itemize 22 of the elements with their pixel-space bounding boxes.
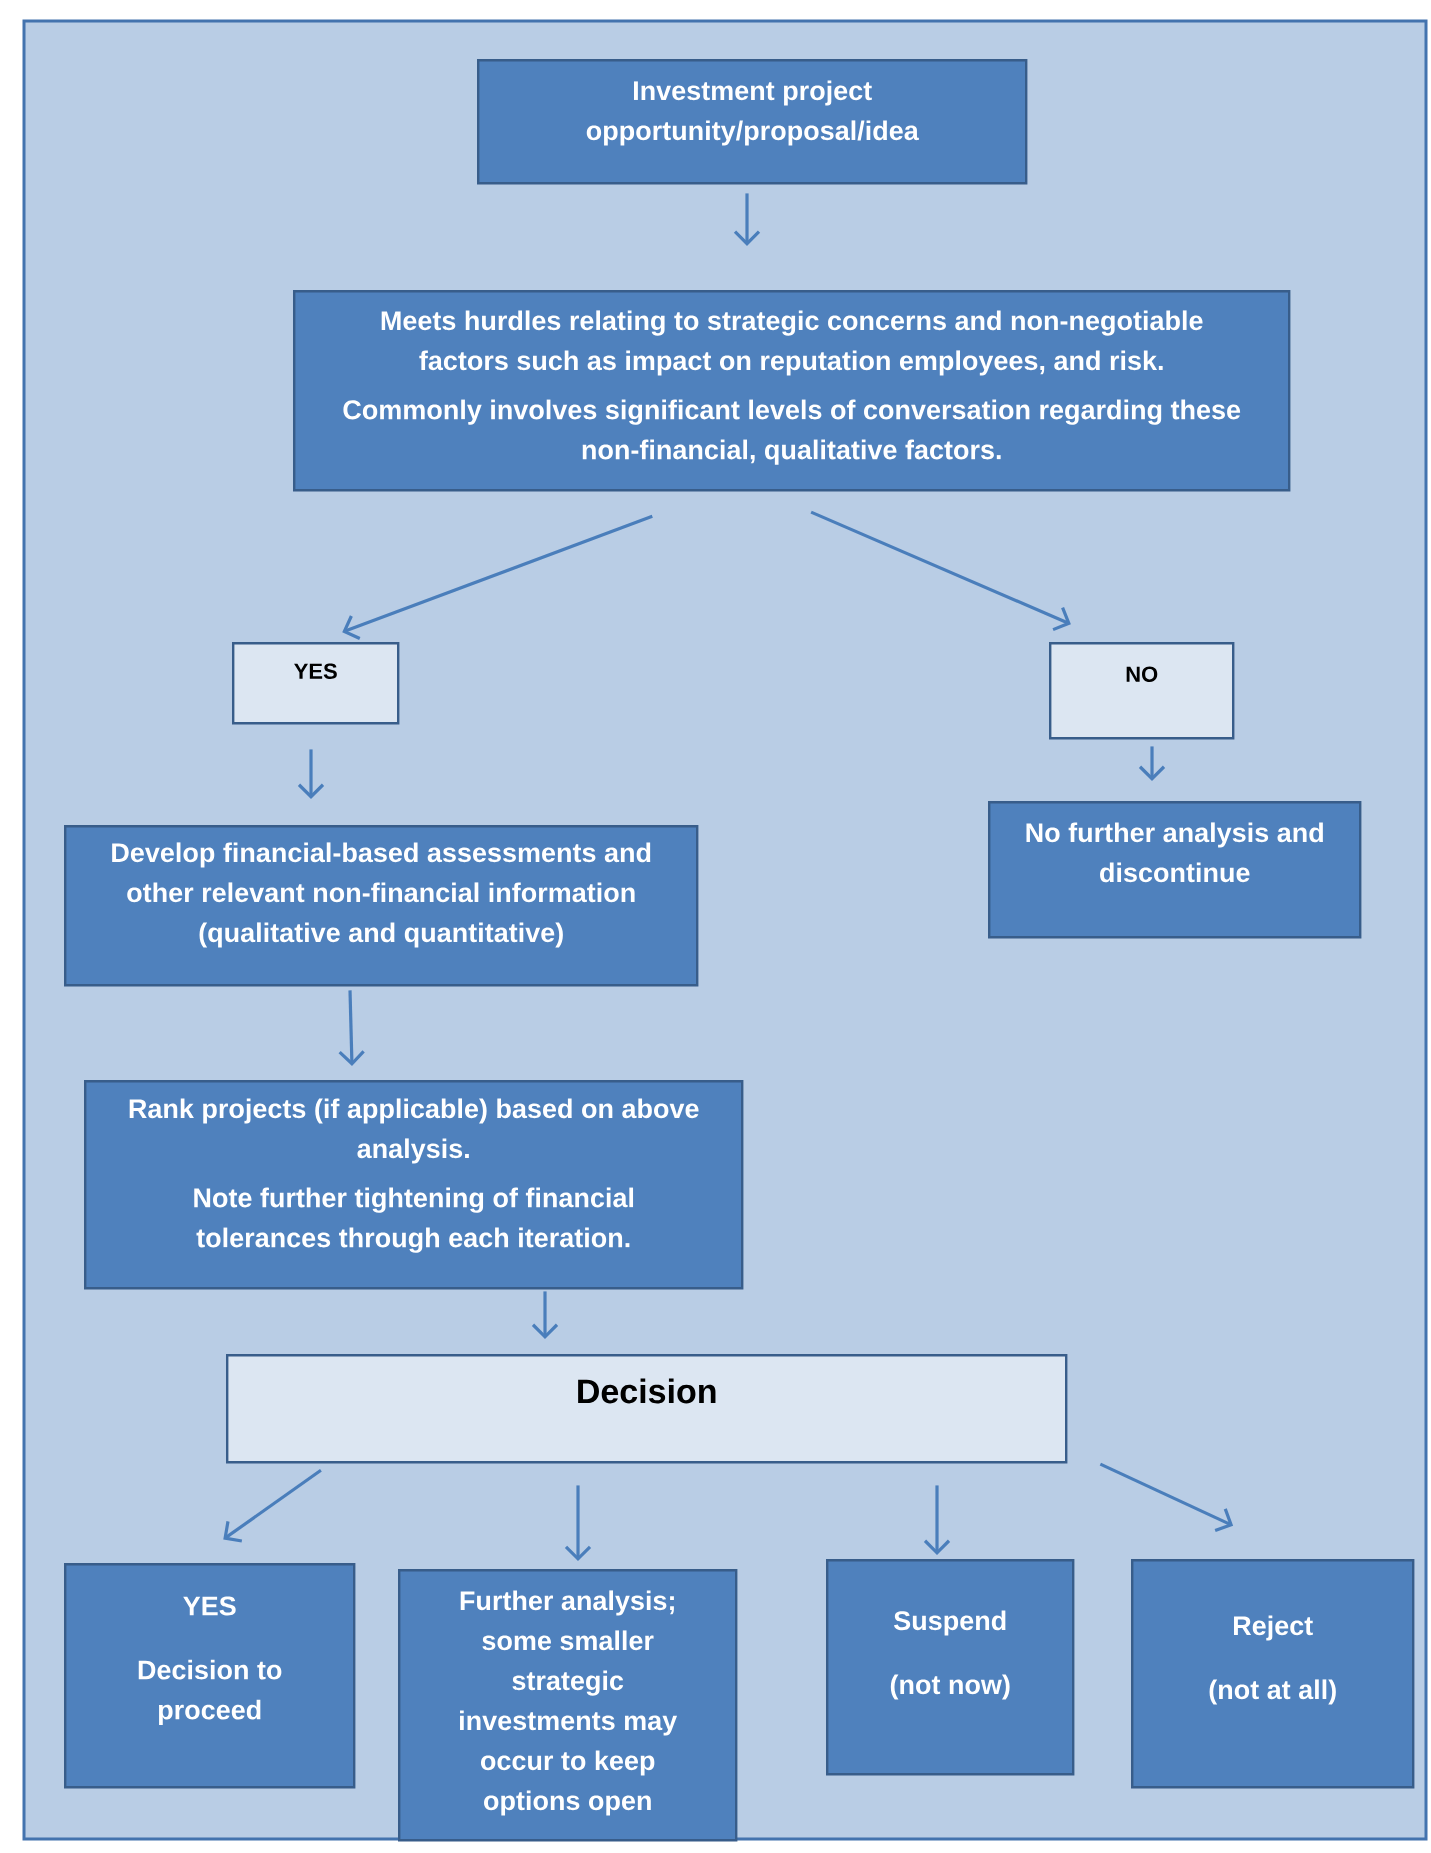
process-box: Suspend (not now) [826, 1559, 1075, 1776]
process-box: Rank projects (if applicable) based on above analysis. Note further tightening of financial tolerances through each iteration. [84, 1080, 744, 1290]
decision-box: Decision [226, 1354, 1068, 1464]
process-box: YES Decision to proceed [64, 1563, 356, 1789]
arrow [1138, 746, 1166, 781]
process-box: No further analysis and discontinue [988, 801, 1362, 939]
process-box: Further analysis; some smaller strategic investments may occur to keep options open [398, 1569, 738, 1842]
arrow [923, 1485, 951, 1556]
process-box: Develop financial-based assessments and other relevant non-financial information (qualitative and quantitative) [64, 825, 699, 987]
arrow [297, 749, 325, 799]
arrow [810, 510, 1071, 632]
arrow [564, 1485, 592, 1562]
arrow [223, 1469, 322, 1543]
process-box: Meets hurdles relating to strategic concerns and non-negotiable factors such as impact on reputation employees, and risk. Commonly involves significant levels of conversation regarding these non-financial, qualitative factors. [293, 290, 1291, 492]
process-box: Investment project opportunity/proposal/idea [477, 59, 1028, 185]
arrow [1099, 1462, 1234, 1533]
choice-box: NO [1049, 642, 1235, 740]
choice-box: YES [232, 642, 400, 725]
process-box: Reject (not at all) [1131, 1559, 1415, 1789]
arrow [342, 514, 653, 640]
arrow [338, 990, 365, 1067]
arrow [733, 193, 761, 246]
